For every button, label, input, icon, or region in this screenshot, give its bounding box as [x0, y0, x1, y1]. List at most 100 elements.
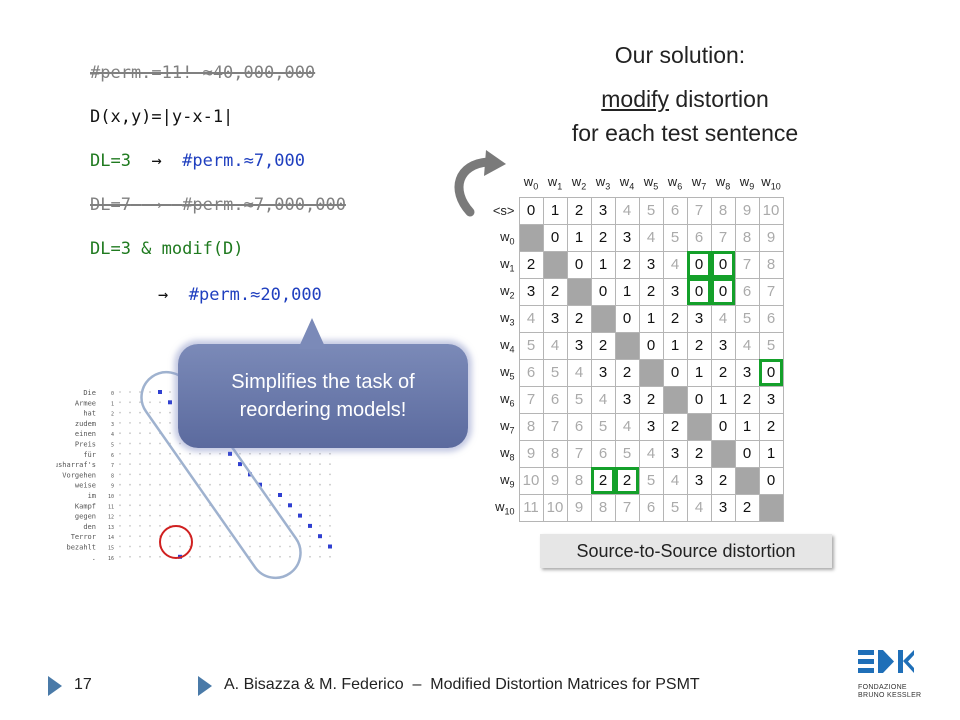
- matrix-cell: 2: [734, 493, 760, 522]
- matrix-cell: 6: [758, 304, 784, 333]
- matrix-cell: 5: [734, 304, 760, 333]
- matrix-cell: 1: [590, 250, 616, 279]
- matrix-cell: 11: [518, 493, 544, 522]
- matrix-cell: 10: [542, 493, 568, 522]
- matrix-cell: 1: [566, 223, 592, 252]
- matrix-cell: [758, 493, 784, 522]
- matrix-cell: 3: [734, 358, 760, 387]
- distortion-word: distortion: [675, 86, 769, 112]
- matrix-cell: 2: [734, 385, 760, 414]
- matrix-col-header: w3: [595, 174, 611, 193]
- solution-subtitle: modify distortion: [540, 86, 830, 113]
- svg-text:10: 10: [108, 494, 114, 500]
- matrix-cell: 2: [590, 466, 616, 495]
- alignment-point: [328, 544, 332, 549]
- alignment-word: bezahlt: [66, 544, 96, 552]
- matrix-cell: 7: [614, 493, 640, 522]
- callout-line2: reordering models!: [239, 399, 407, 421]
- matrix-cell: 3: [518, 277, 544, 306]
- alignment-point: [308, 523, 312, 528]
- matrix-cell: 0: [758, 358, 784, 387]
- matrix-cell: 1: [662, 331, 688, 360]
- matrix-cell: 3: [590, 358, 616, 387]
- matrix-cell: 3: [614, 385, 640, 414]
- matrix-cell: 0: [542, 223, 568, 252]
- matrix-col-header: w0: [523, 174, 539, 193]
- curved-arrow-icon: [454, 150, 506, 217]
- matrix-col-header: w1: [547, 174, 563, 193]
- matrix-cell: 9: [566, 493, 592, 522]
- matrix-cell: 3: [638, 250, 664, 279]
- matrix-cell: 5: [662, 223, 688, 252]
- matrix-cell: 4: [614, 412, 640, 441]
- perm-total-line: #perm.=11! ≈40,000,000: [90, 63, 316, 83]
- modif-result-line: → #perm.≈20,000: [158, 284, 322, 306]
- matrix-cell: 0: [686, 385, 712, 414]
- matrix-cell: 4: [662, 466, 688, 495]
- matrix-cell: 8: [518, 412, 544, 441]
- matrix-cell: 0: [686, 277, 712, 306]
- dl3-line: DL=3 → #perm.≈7,000: [90, 150, 305, 172]
- alignment-word: den: [83, 523, 96, 531]
- svg-text:5: 5: [111, 443, 114, 449]
- distortion-function-line: D(x,y)=|y-x-1|: [90, 107, 234, 127]
- matrix-cell: 0: [662, 358, 688, 387]
- matrix-cell: 5: [590, 412, 616, 441]
- matrix-row-header: w3: [500, 309, 515, 328]
- matrix-cell: 3: [590, 196, 616, 225]
- svg-text:16: 16: [108, 556, 114, 562]
- matrix-col-header: w8: [715, 174, 731, 193]
- matrix-cell: 2: [638, 385, 664, 414]
- matrix-cell: [518, 223, 544, 252]
- matrix-col-header: w2: [571, 174, 587, 193]
- matrix-cell: 4: [662, 250, 688, 279]
- svg-text:7: 7: [111, 463, 114, 469]
- alignment-word: Vorgehen: [62, 471, 96, 479]
- matrix-cell: 8: [590, 493, 616, 522]
- matrix-cell: 8: [758, 250, 784, 279]
- alignment-word: Kampf: [75, 502, 96, 510]
- matrix-cell: 7: [566, 439, 592, 468]
- matrix-cell: [710, 439, 736, 468]
- matrix-cell: 2: [638, 277, 664, 306]
- matrix-cell: 2: [590, 331, 616, 360]
- matrix-cell: 6: [662, 196, 688, 225]
- dl7-value: #perm.≈7,000,000: [182, 195, 346, 215]
- matrix-cell: 0: [566, 250, 592, 279]
- footer-triangle-icon: [198, 676, 212, 696]
- matrix-cell: [638, 358, 664, 387]
- matrix-cell: 2: [686, 439, 712, 468]
- matrix-cell: 4: [542, 331, 568, 360]
- matrix-cell: 6: [638, 493, 664, 522]
- matrix-cell: 8: [542, 439, 568, 468]
- matrix-cell: 4: [638, 439, 664, 468]
- matrix-cell: 9: [542, 466, 568, 495]
- matrix-row-header: w6: [500, 390, 515, 409]
- matrix-cell: 2: [566, 304, 592, 333]
- matrix-row-header: w4: [500, 336, 515, 355]
- matrix-cell: 2: [662, 304, 688, 333]
- matrix-cell: [566, 277, 592, 306]
- dl3-value: #perm.≈7,000: [182, 151, 305, 171]
- matrix-cell: 4: [518, 304, 544, 333]
- matrix-col-header: w5: [643, 174, 659, 193]
- matrix-row-header: w0: [500, 228, 515, 247]
- matrix-cell: 6: [566, 412, 592, 441]
- source-to-source-label: Source-to-Source distortion: [540, 534, 832, 568]
- svg-text:1: 1: [111, 401, 114, 407]
- matrix-cell: 4: [590, 385, 616, 414]
- matrix-cell: 9: [734, 196, 760, 225]
- matrix-cell: 0: [590, 277, 616, 306]
- matrix-cell: 3: [566, 331, 592, 360]
- matrix-cell: 0: [710, 412, 736, 441]
- matrix-cell: 1: [686, 358, 712, 387]
- logo-text-line1: FONDAZIONE: [858, 684, 907, 691]
- svg-text:6: 6: [111, 453, 114, 459]
- logo-text-line2: BRUNO KESSLER: [858, 692, 922, 699]
- modify-word: modify: [601, 86, 670, 112]
- matrix-row-header: w8: [500, 444, 515, 463]
- matrix-cell: 5: [758, 331, 784, 360]
- dl7-line: DL=7 → #perm.≈7,000,000: [90, 194, 346, 216]
- matrix-cell: 3: [614, 223, 640, 252]
